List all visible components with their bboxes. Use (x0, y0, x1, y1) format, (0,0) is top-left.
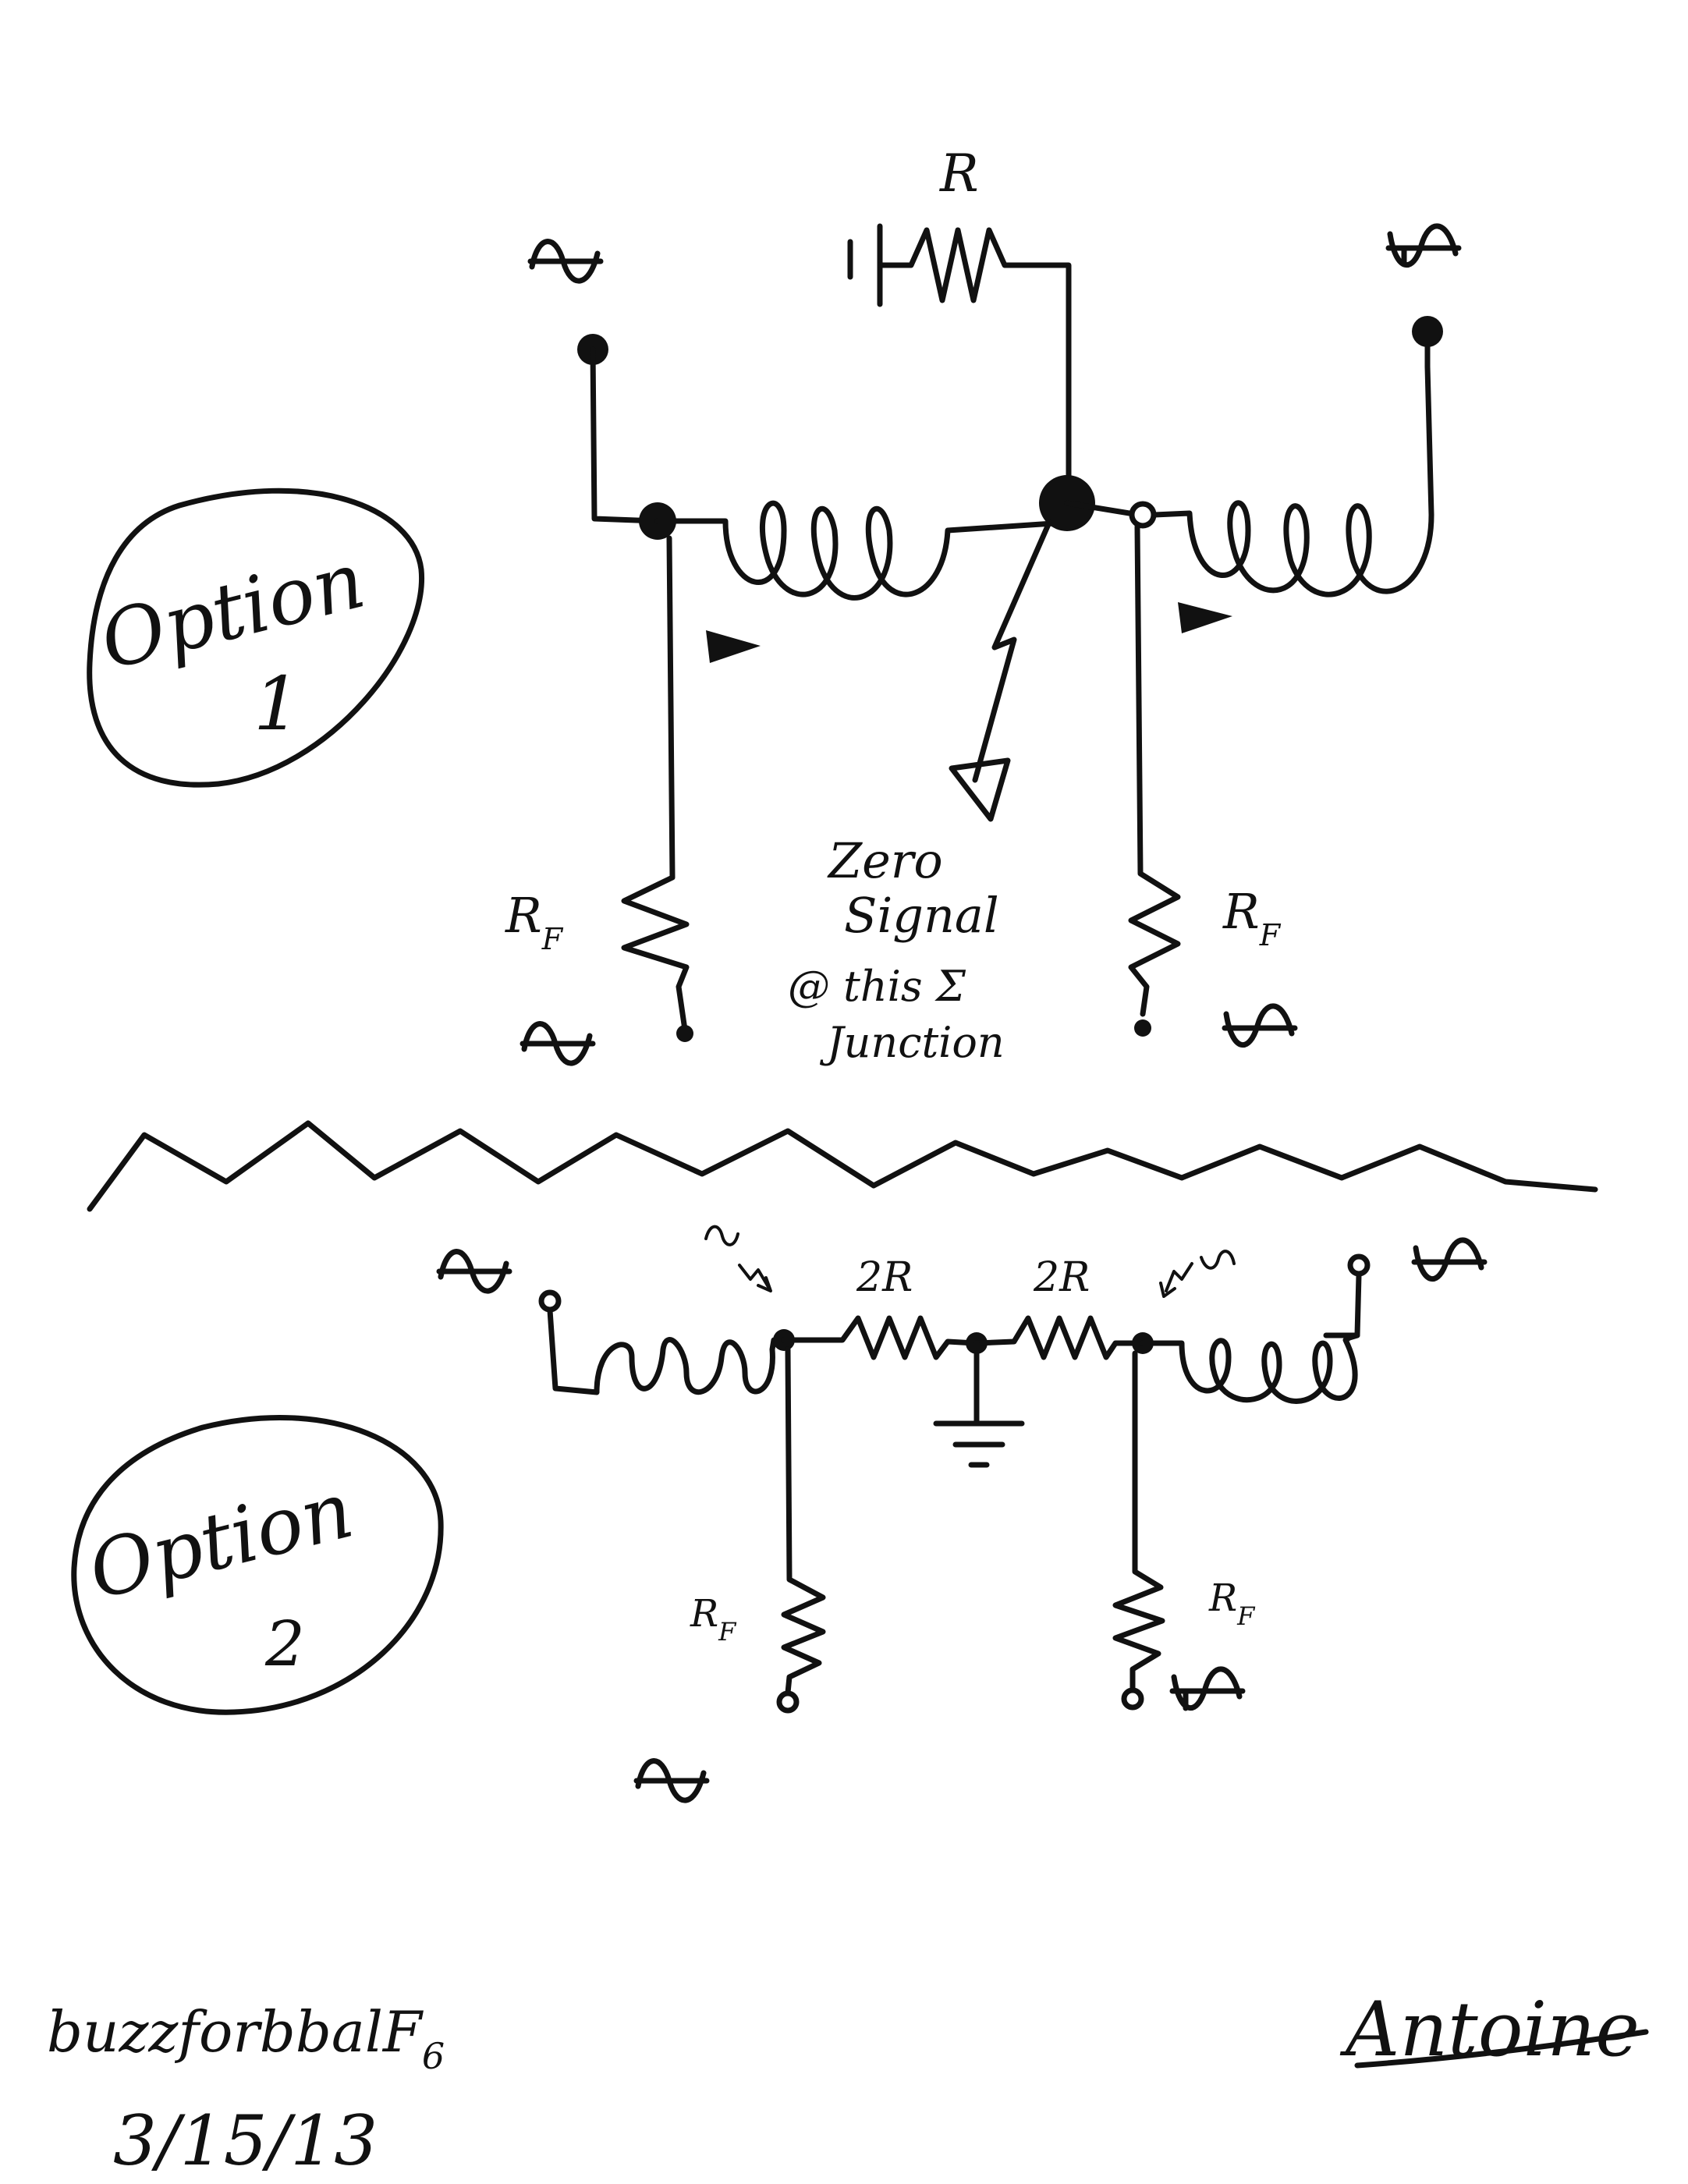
option-1-right-node (1129, 501, 1157, 529)
option-1-diagram: Option 1 R (87, 144, 1462, 1067)
signature-underline (1354, 2029, 1649, 2069)
option-1-title: Option (92, 534, 374, 687)
option-1-circle (87, 488, 425, 788)
resistor-2r-right-label: 2R (1033, 1254, 1090, 1301)
zero-signal-line-2: Signal (844, 887, 999, 944)
option-2-diagram: Option 2 2R 2R (71, 1225, 1488, 1803)
option-1-number: 1 (254, 661, 300, 747)
resistor-2r-left (781, 1315, 978, 1360)
resistor-r (847, 223, 1072, 510)
option-2-left-coil (547, 1307, 787, 1395)
resistor-2r-left-label: 2R (856, 1254, 913, 1301)
option-2-right-rf-resistor (1112, 1350, 1165, 1692)
option-2-left-rf-resistor (781, 1346, 826, 1696)
option-1-right-coil (1151, 363, 1434, 597)
signature: Antoine (1339, 1986, 1640, 2073)
section-divider-line (87, 1120, 1598, 1212)
footer-filename: buzzforbbalF6 (47, 1999, 445, 2077)
option-1-left-output-terminal (676, 1025, 693, 1042)
option-1-right-input-terminal (1412, 316, 1443, 347)
junction-note-line-2: Junction (819, 1018, 1005, 1067)
option-1-right-output-terminal (1134, 1019, 1151, 1037)
junction-note-line-1: @ this Σ (788, 962, 966, 1011)
option-2-circle (71, 1415, 444, 1715)
option-1-left-coil (654, 500, 1068, 601)
option-1-label: Option 1 (87, 488, 425, 788)
option-1-right-rf-resistor (1128, 523, 1181, 1017)
option-2-right-rf-label: RF (1208, 1576, 1256, 1631)
sine-wave-inverted-icon (1411, 1237, 1488, 1282)
sine-wave-inverted-icon (1385, 223, 1462, 268)
ground-icon (933, 1340, 1025, 1468)
option-2-label: Option 2 (71, 1415, 444, 1715)
phase-annotation-icon (704, 1225, 772, 1292)
sine-wave-inverted-icon (1222, 1003, 1298, 1048)
option-1-left-rf-label: RF (505, 887, 564, 956)
option-2-right-output-terminal (1121, 1687, 1144, 1711)
option-2-right-coil (1140, 1332, 1360, 1404)
footer-date: 3/15/13 (113, 2101, 378, 2181)
zero-signal-arrow-icon (949, 519, 1052, 822)
option-2-left-output-terminal (776, 1690, 800, 1714)
option-2-number: 2 (264, 1608, 305, 1680)
phase-annotation-icon (1159, 1250, 1236, 1298)
resistor-2r-right (973, 1315, 1146, 1360)
sine-wave-in-phase-icon (527, 239, 604, 284)
resistor-r-label: R (939, 144, 979, 204)
option-2-title: Option (80, 1464, 362, 1617)
sine-wave-inverted-icon (1169, 1666, 1246, 1711)
option-1-right-rf-label: RF (1222, 883, 1282, 952)
sine-wave-in-phase-icon (520, 1021, 596, 1066)
option-2-left-input-terminal (538, 1289, 562, 1313)
sine-wave-in-phase-icon (633, 1758, 710, 1803)
option-2-right-input-terminal (1347, 1253, 1371, 1277)
zero-signal-line-1: Zero (827, 832, 943, 889)
footer: buzzforbbalF6 3/15/13 Antoine (47, 1986, 1649, 2181)
option-1-left-rf-resistor (621, 535, 690, 1033)
signal-direction-arrow-icon (706, 630, 761, 663)
sine-wave-in-phase-icon (436, 1249, 512, 1294)
signal-direction-arrow-icon (1178, 602, 1232, 633)
option-2-left-rf-label: RF (690, 1592, 737, 1647)
